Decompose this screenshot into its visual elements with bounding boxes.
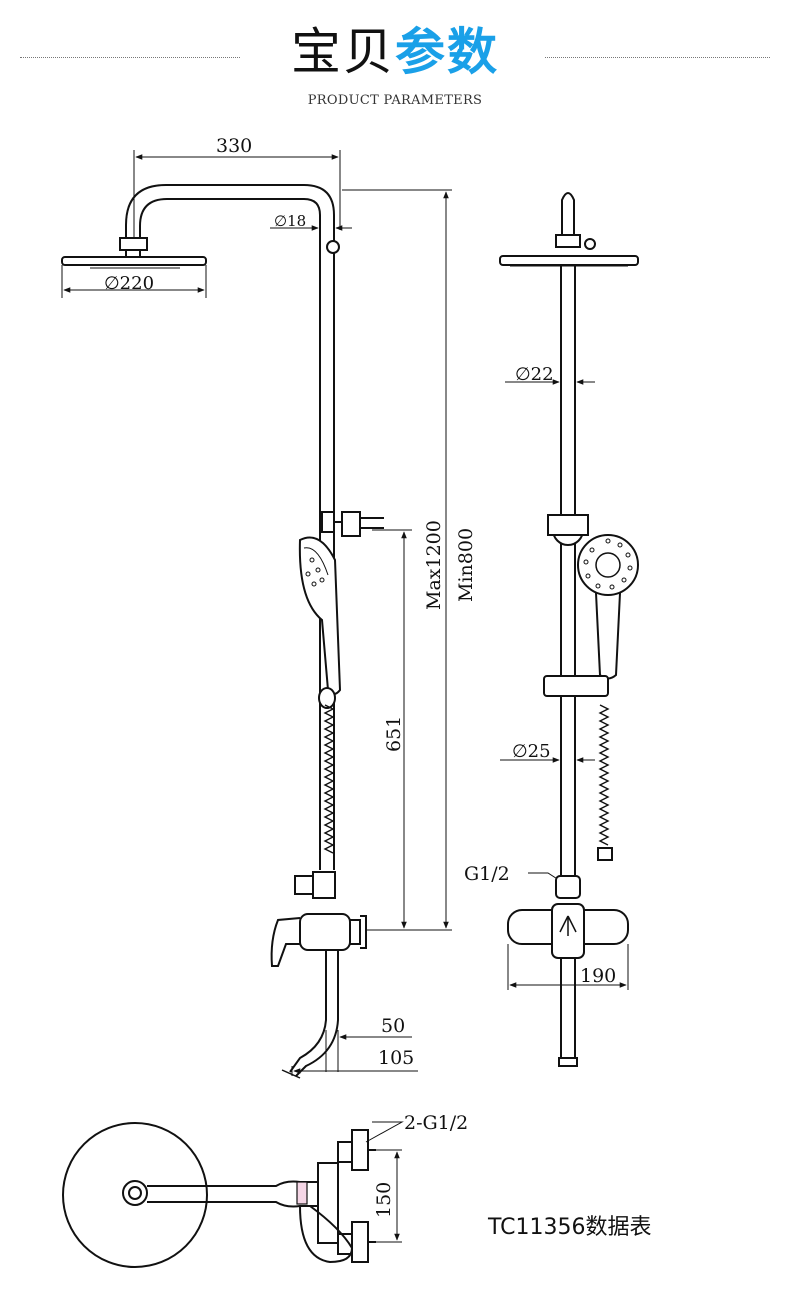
- dim-rail-diameter-top: ∅22: [515, 364, 554, 385]
- header-divider-left: [20, 57, 240, 58]
- title-part-1: 宝贝: [291, 23, 395, 81]
- top-view: [62, 1121, 404, 1268]
- header: 宝贝参数 PRODUCT PARAMETERS: [0, 0, 790, 120]
- header-divider-right: [545, 57, 770, 58]
- front-view: [499, 192, 639, 1067]
- dim-head-diameter: ∅220: [104, 273, 154, 294]
- dim-valve-width: 190: [580, 965, 616, 987]
- dim-arm-length: 330: [216, 135, 252, 157]
- page-subtitle: PRODUCT PARAMETERS: [307, 93, 483, 108]
- page-title: 宝贝参数: [0, 22, 790, 82]
- dim-holder-to-valve: 651: [383, 716, 405, 752]
- dim-max-height: Max1200: [423, 520, 445, 610]
- dim-spout-reach: 105: [378, 1047, 414, 1069]
- dim-inlet-thread: G1/2: [464, 863, 510, 885]
- dim-inlet-spacing: 150: [373, 1182, 395, 1218]
- model-label: TC11356数据表: [487, 1215, 652, 1240]
- side-view: [61, 150, 452, 1079]
- dim-rail-diameter-bottom: ∅25: [512, 741, 551, 762]
- dim-inlets: 2-G1/2: [404, 1112, 468, 1134]
- dim-min-height: Min800: [455, 528, 477, 602]
- title-part-2: 参数: [395, 23, 499, 81]
- dim-spout-offset: 50: [381, 1015, 405, 1037]
- dim-pipe-diameter: ∅18: [274, 212, 306, 230]
